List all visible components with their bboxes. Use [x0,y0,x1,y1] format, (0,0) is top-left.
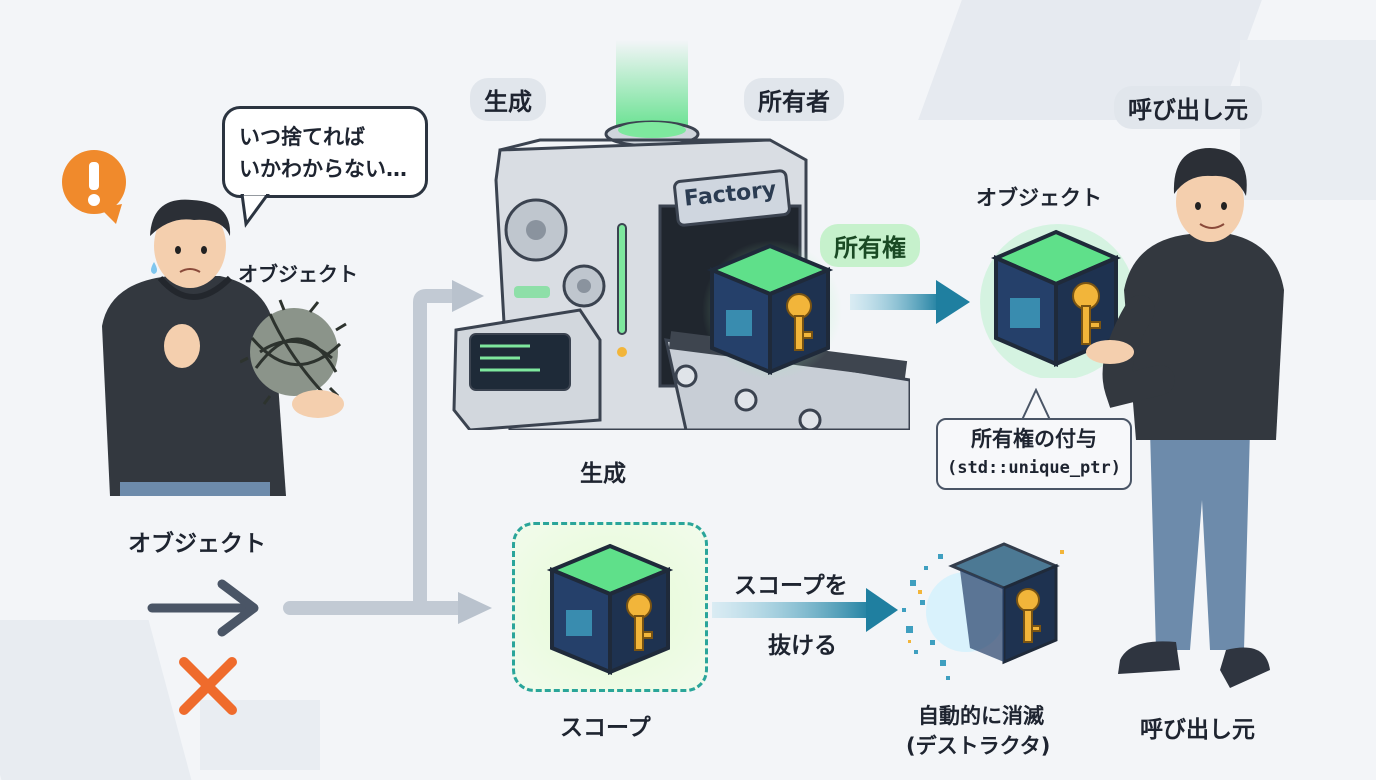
caller-label-top: 呼び出し元 [1114,86,1262,129]
confused-person [102,199,286,496]
leave-scope-line-2: 抜ける [768,633,837,659]
cube-in-factory [706,243,834,375]
generate-label-bottom: 生成 [580,461,626,487]
callout-tail [1020,388,1052,422]
key-icon [1072,282,1101,345]
cube-in-scope [546,543,674,675]
speech-bubble: いつ捨てれば いかわからない… [222,106,428,198]
generate-label-top: 生成 [470,78,546,121]
owner-label: 所有者 [744,78,844,121]
object-label-left: オブジェクト [238,262,358,286]
background-shape [200,700,320,770]
object-label-right: オブジェクト [976,186,1102,210]
disintegrating-cube [902,542,1064,680]
auto-destroy-line-1: 自動的に消滅 [918,704,1044,728]
key-icon [786,293,813,351]
x-icon [179,657,237,715]
tangled-object [240,299,347,405]
ownership-grant-line-1: 所有権の付与 [971,427,1097,451]
ownership-label: 所有権 [820,224,920,267]
exclamation-icon [62,150,126,224]
left-hand [292,390,344,418]
key-icon [626,593,653,651]
speech-line-1: いつ捨てれば [239,125,365,149]
owned-cube [980,224,1136,378]
ownership-grant-callout: 所有権の付与 (std::unique_ptr) [936,418,1132,490]
leave-scope-line-1: スコープを [734,573,848,599]
key-icon [1016,588,1041,643]
speech-line-2: いかわからない… [239,157,407,181]
caller-label-bottom: 呼び出し元 [1140,717,1255,743]
scope-label: スコープ [560,715,651,741]
caller-person [1086,148,1284,688]
ownership-grant-line-2: (std::unique_ptr) [947,458,1121,478]
background-shape [1240,40,1376,200]
object-label-bottom-left: オブジェクト [128,531,266,557]
auto-destroy-line-2: (デストラクタ) [906,734,1051,758]
speech-bubble-tail [240,194,270,228]
